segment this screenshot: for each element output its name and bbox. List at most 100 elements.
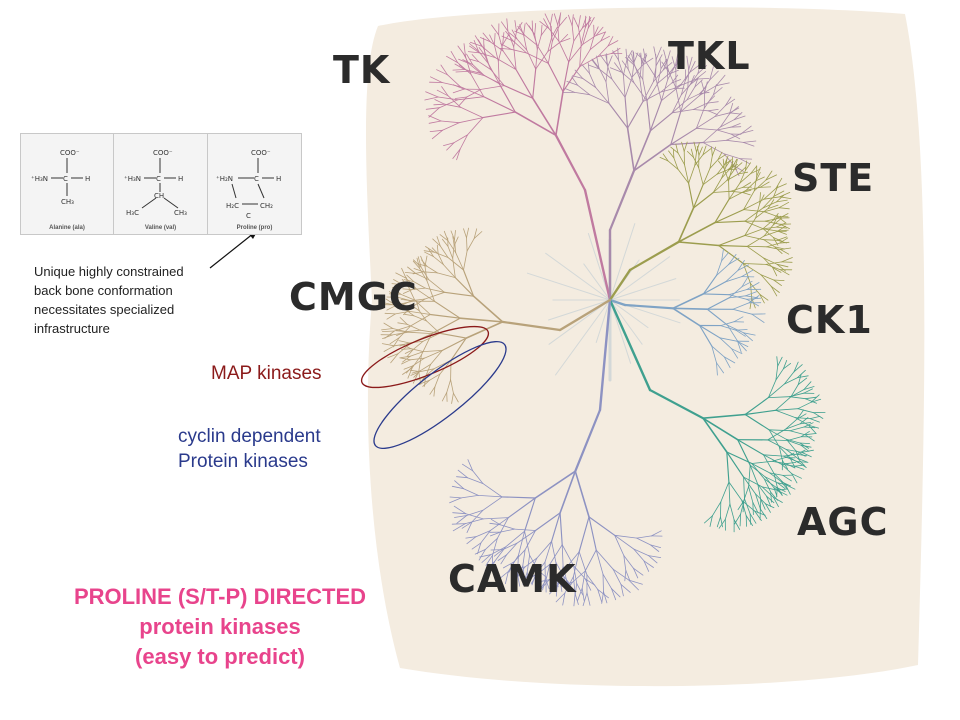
group-label-tkl: TKL — [668, 34, 751, 78]
branch-tkl — [581, 64, 590, 74]
branch-tk — [511, 29, 518, 40]
branch-tkl — [626, 50, 633, 61]
cdk-ellipse — [373, 340, 507, 450]
branch-tk — [452, 84, 465, 90]
branch-camk — [478, 549, 486, 561]
branch-camk — [539, 579, 547, 591]
branch-camk — [628, 579, 639, 591]
branch-ste — [763, 224, 774, 237]
branch-ck1 — [720, 325, 737, 331]
branch-agc — [781, 463, 793, 475]
branch-tk — [607, 40, 619, 47]
svg-text:⁺H₃N: ⁺H₃N — [124, 175, 141, 183]
branch-cmgc — [399, 317, 408, 325]
branch-cmgc — [426, 265, 438, 274]
branch-camk — [522, 571, 528, 585]
branch-cmgc — [386, 304, 398, 311]
branch-tk — [458, 58, 469, 64]
branch-cmgc — [409, 310, 431, 315]
branch-ck1 — [746, 297, 761, 300]
branch-agc — [716, 516, 721, 528]
branch-agc — [799, 442, 810, 445]
branch-tkl — [715, 82, 730, 87]
branch-tkl — [675, 87, 682, 113]
branch-cmgc — [447, 257, 464, 271]
branch-ste — [677, 207, 695, 243]
branch-tkl — [671, 56, 677, 70]
branch-ck1 — [728, 253, 737, 265]
branch-cmgc — [422, 349, 443, 353]
branch-agc — [796, 449, 806, 455]
branch-cmgc — [439, 234, 449, 242]
svg-text:COO⁻: COO⁻ — [251, 149, 271, 157]
branch-tkl — [574, 92, 591, 96]
group-label-camk: CAMK — [448, 557, 577, 601]
branch-ste — [780, 249, 790, 255]
branch-cmgc — [394, 310, 411, 315]
branch-ste — [709, 159, 719, 169]
branch-cmgc — [462, 269, 475, 297]
svg-text:CH₃: CH₃ — [61, 198, 74, 206]
branch-cmgc — [421, 259, 428, 267]
svg-text:COO⁻: COO⁻ — [153, 149, 173, 157]
branch-tk — [467, 51, 481, 54]
branch-tkl — [716, 126, 732, 131]
branch-agc — [794, 464, 805, 467]
branch-camk — [636, 535, 652, 539]
branch-tk — [562, 61, 570, 93]
branch-tk — [447, 74, 461, 87]
branch-camk — [623, 555, 627, 571]
branch-camk — [482, 483, 503, 498]
branch-tkl — [596, 55, 600, 69]
branch-agc — [763, 478, 772, 493]
branch-camk — [504, 571, 509, 585]
branch-agc — [767, 383, 785, 399]
branch-tkl — [591, 58, 600, 69]
branch-tkl — [729, 103, 734, 115]
branch-camk — [643, 560, 650, 572]
branch-tkl — [649, 100, 662, 132]
branch-tkl — [675, 53, 679, 66]
branch-tk — [600, 31, 606, 42]
branch-ck1 — [719, 337, 733, 350]
branch-cmgc — [413, 315, 428, 322]
branch-tk — [526, 49, 537, 70]
branch-agc — [766, 495, 775, 504]
branch-cmgc — [396, 300, 414, 306]
branch-camk — [484, 561, 496, 571]
branch-tkl — [606, 63, 613, 80]
branch-cmgc — [422, 271, 438, 274]
branch-ck1 — [720, 321, 735, 327]
branch-tk — [578, 27, 582, 45]
branch-ste — [775, 177, 783, 189]
branch-tk — [550, 13, 553, 26]
branch-agc — [760, 498, 766, 510]
branch-ste — [742, 263, 762, 276]
branch-camk — [475, 530, 491, 538]
branch-tk — [478, 61, 492, 70]
branch-tkl — [668, 71, 677, 89]
branch-tkl — [614, 62, 622, 73]
branch-tkl — [733, 112, 743, 121]
branch-camk — [536, 579, 550, 583]
branch-tk — [540, 26, 548, 36]
branch-camk — [534, 512, 561, 532]
svg-text:H: H — [85, 175, 90, 183]
branch-cmgc — [429, 386, 436, 395]
branch-cmgc — [424, 287, 445, 293]
branch-tk — [490, 69, 505, 87]
branch-cmgc — [425, 363, 432, 378]
branch-ste — [728, 167, 733, 182]
branch-agc — [782, 474, 792, 482]
branch-cmgc — [398, 325, 412, 339]
branch-camk — [453, 505, 467, 515]
branch-tk — [446, 142, 455, 151]
branch-ste — [728, 180, 730, 200]
svg-text:H: H — [178, 175, 183, 183]
proline-directed-title: PROLINE (S/T-P) DIRECTED protein kinases… — [20, 582, 420, 672]
branch-tk — [482, 111, 516, 119]
branch-camk — [636, 537, 651, 546]
branch-ste — [738, 166, 747, 175]
group-stem-ck1 — [608, 298, 627, 307]
